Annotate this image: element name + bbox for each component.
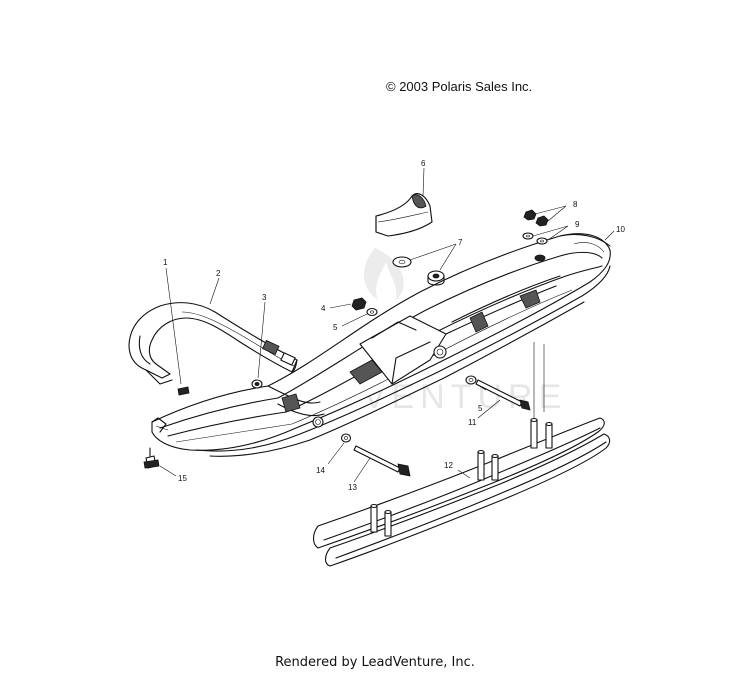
washer-3 <box>251 379 263 389</box>
bolt-15 <box>143 447 160 469</box>
lock-nuts-8 <box>523 209 549 227</box>
callout-3: 3 <box>262 293 267 302</box>
ski-loop-handle <box>128 302 298 385</box>
callout-5a: 5 <box>333 323 338 332</box>
wear-bar-runner <box>312 417 611 567</box>
callout-1: 1 <box>163 258 168 267</box>
washers-9 <box>522 232 548 245</box>
bushing-7b <box>427 270 445 286</box>
washer-14 <box>340 433 352 443</box>
callout-7: 7 <box>458 238 463 247</box>
shock-cushion <box>375 193 433 237</box>
retainer-clip <box>177 386 190 396</box>
callout-6: 6 <box>421 159 426 168</box>
callout-10: 10 <box>616 225 625 234</box>
callout-8: 8 <box>573 200 578 209</box>
callout-15: 15 <box>178 474 187 483</box>
washer-5b <box>465 375 477 385</box>
washer-large-7a <box>392 256 412 268</box>
callout-2: 2 <box>216 269 221 278</box>
callout-4: 4 <box>321 304 326 313</box>
bolt-11 <box>475 379 531 411</box>
callout-5b: 5 <box>478 404 483 413</box>
copyright-notice: © 2003 Polaris Sales Inc. <box>386 79 533 94</box>
bolt-13 <box>353 445 411 477</box>
ski-spindle-body <box>151 233 611 457</box>
callout-9: 9 <box>575 220 580 229</box>
lock-nut-4 <box>351 297 367 311</box>
washer-5a <box>366 307 378 317</box>
callout-13: 13 <box>348 483 357 492</box>
leader-lines <box>159 167 615 483</box>
callout-12: 12 <box>444 461 453 470</box>
rendered-by-footer: Rendered by LeadVenture, Inc. <box>275 655 475 670</box>
callout-11: 11 <box>468 418 477 427</box>
callout-14: 14 <box>316 466 325 475</box>
